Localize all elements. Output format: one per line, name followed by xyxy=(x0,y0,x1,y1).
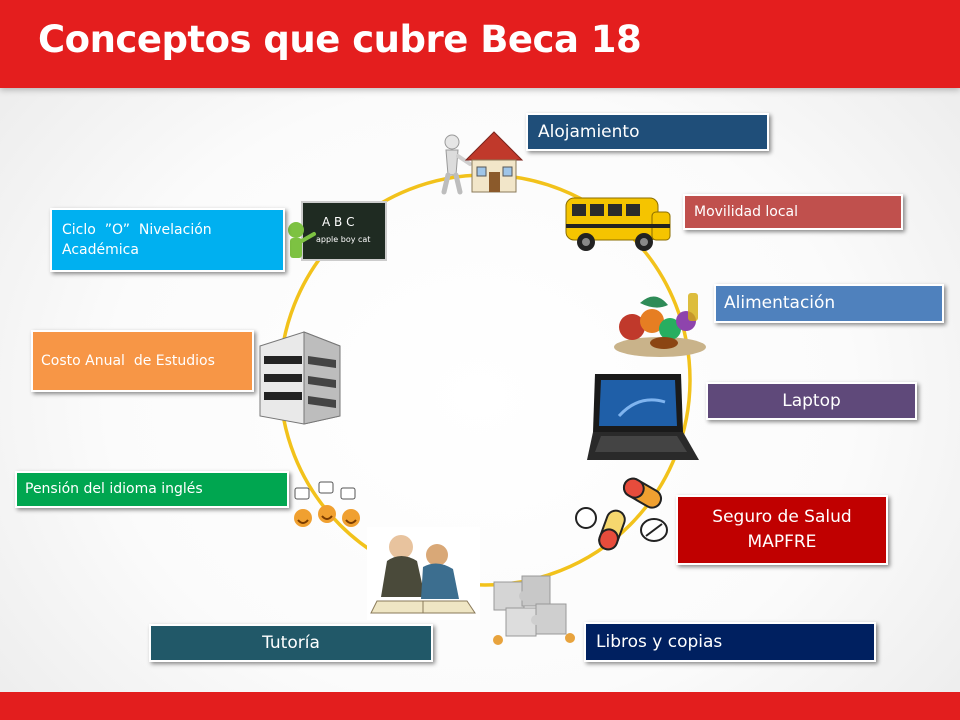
label-alimentacion-text: Alimentación xyxy=(724,293,836,314)
chalkboard-words: apple boy cat xyxy=(316,235,370,244)
label-alojamiento-text: Alojamiento xyxy=(538,121,640,142)
chalkboard-icon: A B C apple boy cat xyxy=(282,200,388,266)
label-libros-copias: Libros y copias xyxy=(584,622,876,662)
school-bus-icon xyxy=(562,190,674,256)
label-libros-copias-text: Libros y copias xyxy=(596,631,723,652)
page-title: Conceptos que cubre Beca 18 xyxy=(38,18,642,61)
label-tutoria: Tutoría xyxy=(149,624,433,662)
label-laptop: Laptop xyxy=(706,382,917,420)
speech-faces-icon xyxy=(293,480,367,532)
label-alojamiento: Alojamiento xyxy=(526,113,769,151)
label-pension-ingles-text: Pensión del idioma inglés xyxy=(25,481,203,498)
label-seguro-salud: Seguro de Salud MAPFRE xyxy=(676,495,888,565)
label-laptop-text: Laptop xyxy=(782,390,841,411)
label-seguro-salud-text: Seguro de Salud MAPFRE xyxy=(712,507,852,552)
label-movilidad-local: Movilidad local xyxy=(683,194,903,230)
food-icon xyxy=(610,285,710,360)
label-ciclo-nivelacion-text: Ciclo ”O” Nivelación Académica xyxy=(62,221,217,258)
header-bar: Conceptos que cubre Beca 18 xyxy=(0,0,960,88)
tutoring-icon xyxy=(367,527,480,620)
puzzle-icon xyxy=(486,568,582,650)
label-costo-anual: Costo Anual de Estudios xyxy=(31,330,254,392)
label-alimentacion: Alimentación xyxy=(714,284,944,323)
label-pension-ingles: Pensión del idioma inglés xyxy=(15,471,289,508)
chalkboard-letters: A B C xyxy=(322,215,354,229)
pills-icon xyxy=(570,474,674,554)
laptop-icon xyxy=(585,372,701,466)
label-ciclo-nivelacion: Ciclo ”O” Nivelación Académica xyxy=(50,208,285,272)
label-tutoria-text: Tutoría xyxy=(262,632,320,653)
footer-bar xyxy=(0,692,960,720)
label-costo-anual-text: Costo Anual de Estudios xyxy=(41,352,215,369)
house-icon xyxy=(432,120,524,195)
building-icon xyxy=(224,330,366,426)
label-movilidad-local-text: Movilidad local xyxy=(694,203,799,220)
